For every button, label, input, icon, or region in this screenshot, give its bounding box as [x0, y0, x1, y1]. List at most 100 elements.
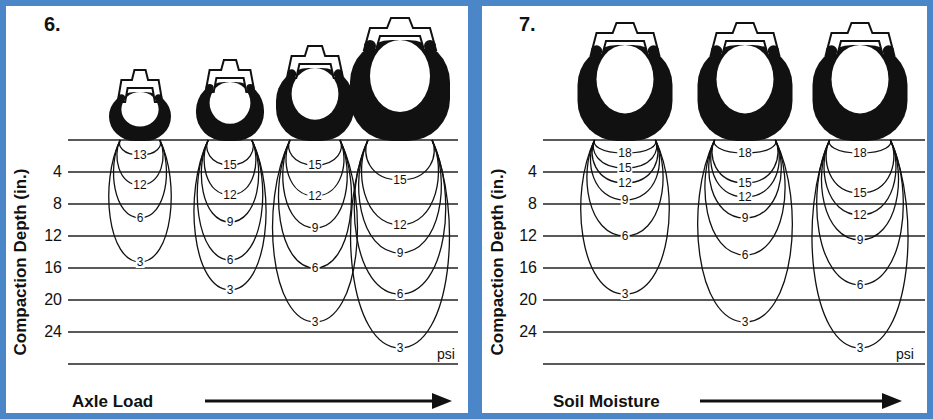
depth-tick: 8 [53, 196, 62, 212]
tire-hole [292, 68, 339, 120]
arrow-shaft [205, 400, 436, 403]
pressure-value: 18 [852, 147, 867, 159]
pressure-contour [824, 140, 896, 215]
pressure-contour [705, 140, 785, 255]
pressure-value: 6 [621, 230, 630, 242]
tire-bead [118, 94, 125, 101]
pressure-value: 6 [396, 288, 405, 300]
wheel-rim [118, 70, 163, 102]
pressure-value: 3 [226, 284, 235, 296]
tire [276, 46, 354, 141]
pressure-contour [362, 140, 439, 225]
pressure-contour [709, 140, 782, 218]
depth-line [543, 171, 925, 172]
panel-7 [482, 6, 927, 413]
trend-arrow [205, 393, 452, 409]
pressure-contour [587, 140, 663, 236]
pressure-contour [109, 140, 171, 262]
pressure-value: 15 [392, 174, 407, 186]
tire [196, 60, 264, 141]
tire-bead [591, 45, 602, 56]
pressure-contour [817, 140, 904, 285]
arrow-head [882, 393, 902, 409]
depth-tick: 16 [519, 260, 537, 276]
figure-number: 7. [519, 14, 536, 34]
panel-6 [6, 6, 468, 413]
depth-line [68, 171, 458, 172]
depth-tick: 20 [44, 292, 62, 308]
depth-tick: 12 [519, 228, 537, 244]
unit-label: psi [895, 347, 915, 361]
axis-title: Compaction Depth (in.) [489, 169, 506, 356]
pressure-value: 9 [396, 247, 405, 259]
tire-bead [246, 84, 254, 92]
arrow-head [432, 393, 452, 409]
tire-bead [206, 84, 214, 92]
tire-bead [155, 94, 162, 101]
tire-bead [768, 45, 779, 56]
pressure-value: 12 [132, 179, 147, 191]
pressure-contour [286, 140, 344, 196]
pressure-contour [283, 140, 347, 228]
depth-line [543, 363, 925, 364]
pressure-value: 15 [737, 177, 752, 189]
pressure-contour [711, 140, 780, 197]
pressure-contour [278, 140, 351, 268]
depth-line [68, 331, 458, 332]
tire-body [698, 45, 793, 141]
tire [350, 18, 450, 141]
pressure-value: 15 [307, 159, 322, 171]
tire-bead [648, 45, 659, 56]
depth-tick: 16 [44, 260, 62, 276]
pressure-contour [204, 140, 256, 195]
pressure-value: 3 [856, 342, 865, 354]
pressure-contour [197, 140, 262, 260]
pressure-value: 3 [396, 342, 405, 354]
depth-line [543, 267, 925, 268]
pressure-value: 6 [741, 249, 750, 261]
pressure-value: 9 [856, 234, 865, 246]
tire-bead [364, 40, 376, 52]
trend-arrow [700, 393, 902, 409]
pressure-value: 15 [222, 159, 237, 171]
depth-tick: 4 [53, 164, 62, 180]
tire-hole [210, 82, 251, 124]
pressure-value: 13 [132, 149, 147, 161]
depth-line [68, 235, 458, 236]
tire-body [350, 40, 450, 141]
pressure-value: 3 [741, 316, 750, 328]
axis-title: Compaction Depth (in.) [12, 169, 29, 356]
depth-tick: 24 [44, 324, 62, 340]
pressure-contour [581, 140, 670, 294]
pressure-contour [351, 140, 450, 348]
depth-line [68, 267, 458, 268]
pressure-contour [821, 140, 898, 240]
pressure-value: 12 [617, 177, 632, 189]
pressure-value: 6 [136, 212, 145, 224]
depth-tick: 4 [528, 164, 537, 180]
pressure-value: 3 [136, 256, 145, 268]
tire-body [109, 92, 171, 141]
pressure-value: 18 [737, 147, 752, 159]
pressure-value: 3 [311, 316, 320, 328]
tire [109, 70, 171, 141]
pressure-contour [698, 140, 793, 322]
pressure-contour [826, 140, 894, 193]
depth-tick: 20 [519, 292, 537, 308]
depth-tick: 24 [519, 324, 537, 340]
depth-tick: 12 [44, 228, 62, 244]
pressure-value: 12 [392, 219, 407, 231]
wheel-rim [287, 46, 343, 78]
pressure-value: 12 [852, 209, 867, 221]
pressure-value: 15 [852, 187, 867, 199]
tire-bead [826, 45, 837, 56]
pressure-value: 6 [226, 254, 235, 266]
tire [813, 23, 908, 141]
pressure-value: 6 [311, 262, 320, 274]
arrow-shaft [700, 400, 886, 403]
tire-hole [370, 40, 430, 112]
depth-tick: 8 [528, 196, 537, 212]
tire-hole [597, 45, 654, 113]
